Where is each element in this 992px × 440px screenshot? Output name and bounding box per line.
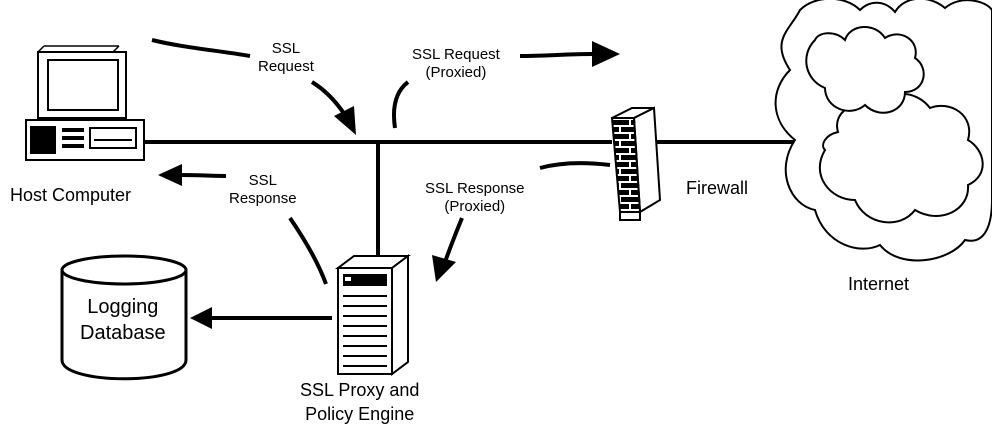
ssl-request-proxied-label-line1: SSL Request	[412, 46, 500, 63]
ssl-proxy-label-line1: SSL Proxy and	[300, 380, 420, 400]
ssl-response-label-line2: Response	[229, 190, 297, 207]
firewall-label: Firewall	[686, 178, 749, 198]
ssl-response-proxied-label: SSL Response (Proxied)	[425, 180, 525, 216]
ssl-request-label-line2: Request	[258, 58, 314, 75]
logging-database-label: Logging Database	[80, 294, 166, 346]
internet-label: Internet	[848, 274, 910, 294]
ssl-proxy-label-line2: Policy Engine	[305, 404, 415, 424]
ssl-proxy-server-icon	[335, 254, 411, 376]
ssl-request-label-line1: SSL	[271, 40, 301, 57]
ssl-response-proxied-arrow-in	[432, 217, 464, 282]
logging-database-label-line2: Database	[80, 322, 166, 344]
ssl-request-proxied-arrow-in	[519, 41, 620, 67]
ssl-response-arrow-out	[288, 216, 328, 285]
host-computer-icon	[25, 45, 145, 161]
proxy-to-database-arrow	[190, 307, 332, 329]
ssl-response-proxied-label-line1: SSL Response	[425, 180, 525, 197]
host-computer-label: Host Computer	[10, 185, 132, 205]
ssl-request-proxied-arrow-out	[391, 80, 410, 129]
ssl-proxy-label: SSL Proxy and Policy Engine	[300, 379, 419, 425]
logging-database-label-line1: Logging	[87, 296, 159, 318]
ssl-request-label: SSL Request	[258, 40, 314, 76]
ssl-response-proxied-label-line2: (Proxied)	[444, 198, 506, 215]
ssl-request-arrow-out	[151, 38, 251, 58]
ssl-request-arrow-in	[310, 80, 356, 135]
firewall-icon	[610, 106, 662, 221]
ssl-request-proxied-label: SSL Request (Proxied)	[412, 46, 500, 82]
ssl-response-label-line1: SSL	[248, 172, 277, 189]
ssl-request-proxied-label-line2: (Proxied)	[425, 64, 487, 81]
ssl-response-label: SSL Response	[229, 172, 297, 208]
logging-database-icon	[60, 254, 188, 381]
ssl-response-arrow-in	[158, 164, 227, 186]
internet-cloud-icon	[774, 0, 992, 262]
ssl-response-proxied-arrow-out	[539, 161, 611, 170]
